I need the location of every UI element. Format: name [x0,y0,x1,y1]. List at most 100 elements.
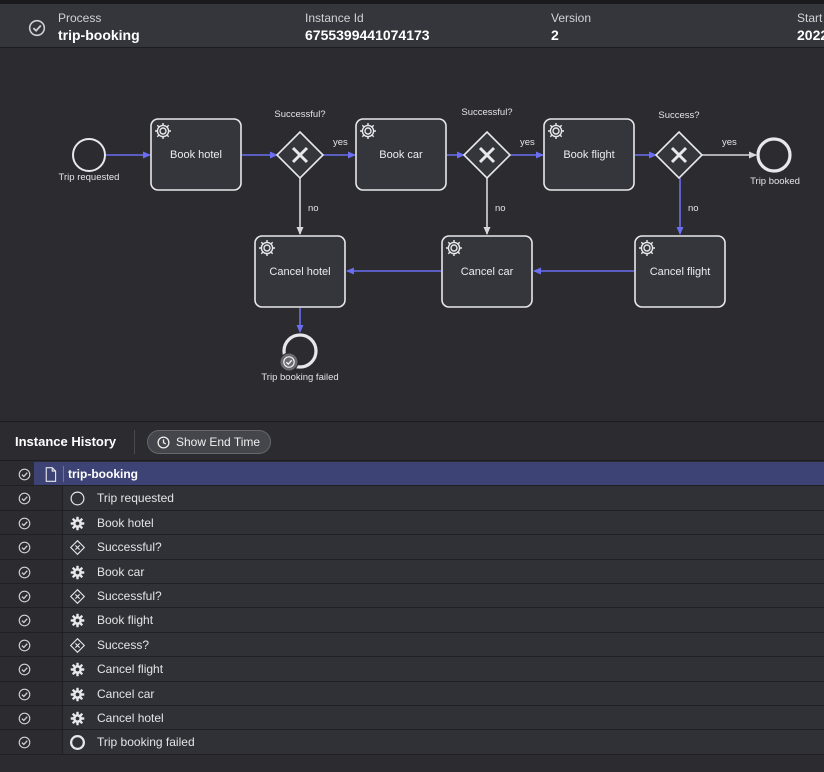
process-label: Process [58,11,102,25]
history-row-label: Trip booking failed [97,735,195,750]
flow-label-yes-2: yes [520,137,535,148]
gateway-3-label: Success? [658,110,699,121]
task-cancel-flight[interactable]: Cancel flight [634,235,726,308]
history-row[interactable]: Trip requested [0,486,824,511]
flow-label-yes-1: yes [333,137,348,148]
completed-check-icon [18,590,31,603]
exclusive-gateway-icon [69,539,86,556]
version-label: Version [551,11,592,25]
completed-check-icon [18,468,31,481]
completed-check-icon [18,492,31,505]
completed-check-icon [18,736,31,749]
completed-badge-icon [279,352,299,372]
task-label-book-hotel: Book hotel [170,149,222,161]
completed-check-icon [18,614,31,627]
history-row[interactable]: Cancel hotel [0,706,824,731]
instance-history-title: Instance History [15,434,117,449]
service-task-icon [69,564,86,581]
history-row-label: trip-booking [68,467,138,481]
service-task-icon [69,686,86,703]
gateway-3[interactable] [654,130,704,180]
bpmn-diagram[interactable]: Trip requested Book hotel Book car Book … [0,49,824,421]
gateway-1[interactable] [275,130,325,180]
instance-id-field: Instance Id 6755399441074173 [305,11,430,44]
task-cancel-car[interactable]: Cancel car [441,235,533,308]
task-book-hotel[interactable]: Book hotel [150,118,242,191]
completed-check-icon [18,663,31,676]
exclusive-gateway-icon [69,588,86,605]
history-row-label: Success? [97,637,150,652]
instance-history-header: Instance History Show End Time [0,421,824,461]
task-label-book-flight: Book flight [563,149,614,161]
header-divider [134,430,135,454]
label-trip-booking-failed: Trip booking failed [261,372,338,383]
history-row-label: Cancel car [97,686,155,701]
label-trip-requested: Trip requested [59,172,120,183]
gateway-2-label: Successful? [461,107,512,118]
instance-history-tree: trip-booking Trip requested Book hotel S… [0,462,824,772]
instance-id-label: Instance Id [305,11,364,25]
task-book-flight[interactable]: Book flight [543,118,635,191]
instance-id-value: 6755399441074173 [305,27,430,43]
history-row-root[interactable]: trip-booking [0,462,824,487]
flow-label-yes-3: yes [722,137,737,148]
history-row-label: Cancel flight [97,662,164,677]
history-row-label: Book flight [97,613,154,628]
history-row[interactable]: Trip booking failed [0,730,824,755]
start-event-trip-requested[interactable] [72,138,106,172]
history-row[interactable]: Book car [0,559,824,584]
end-event-icon [69,734,86,751]
start-field: Start 2022 [797,11,824,44]
history-row[interactable]: Book hotel [0,510,824,536]
exclusive-gateway-icon [69,637,86,654]
bpmn-diagram-canvas[interactable]: Trip requested Book hotel Book car Book … [0,49,824,421]
completed-check-icon [18,712,31,725]
service-task-icon [69,515,86,532]
version-field: Version 2 [551,11,591,44]
end-event-trip-booked[interactable] [756,137,792,173]
start-value: 2022 [797,27,824,43]
version-value: 2 [551,27,559,43]
instance-header: Process trip-booking Instance Id 6755399… [0,0,824,48]
document-icon [42,466,59,483]
service-task-icon [69,661,86,678]
history-row[interactable]: Successful? [0,584,824,609]
task-label-cancel-car: Cancel car [461,266,514,278]
history-row-label: Trip requested [97,491,174,506]
flow-label-no-3: no [688,203,699,214]
task-label-cancel-hotel: Cancel hotel [269,266,330,278]
task-label-book-car: Book car [379,149,423,161]
completed-check-icon [18,566,31,579]
show-end-time-button[interactable]: Show End Time [147,430,272,454]
completed-check-icon [28,19,46,37]
clock-icon [157,436,170,449]
start-label: Start [797,11,823,25]
history-row[interactable]: Successful? [0,535,824,560]
flow-label-no-1: no [308,203,319,214]
history-row[interactable]: Book flight [0,608,824,633]
history-row-label: Cancel hotel [97,711,164,725]
task-book-car[interactable]: Book car [355,118,447,191]
show-end-time-label: Show End Time [176,435,261,449]
process-field: Process trip-booking [58,11,140,44]
history-row-label: Book hotel [97,515,154,530]
start-event-icon [69,490,86,507]
completed-check-icon [18,517,31,530]
process-value: trip-booking [58,27,140,43]
end-event-trip-booking-failed[interactable] [282,333,318,369]
task-cancel-hotel[interactable]: Cancel hotel [254,235,346,308]
flow-label-no-2: no [495,203,506,214]
task-label-cancel-flight: Cancel flight [650,266,711,278]
service-task-icon [69,612,86,629]
history-row[interactable]: Cancel car [0,681,824,706]
gateway-2[interactable] [462,130,512,180]
history-row-label: Successful? [97,540,162,555]
history-row-label: Successful? [97,589,162,603]
label-trip-booked: Trip booked [750,176,800,187]
completed-check-icon [18,541,31,554]
history-row-label: Book car [97,564,145,579]
history-row[interactable]: Success? [0,632,824,658]
history-row[interactable]: Cancel flight [0,657,824,682]
completed-check-icon [18,688,31,701]
service-task-icon [69,710,86,727]
